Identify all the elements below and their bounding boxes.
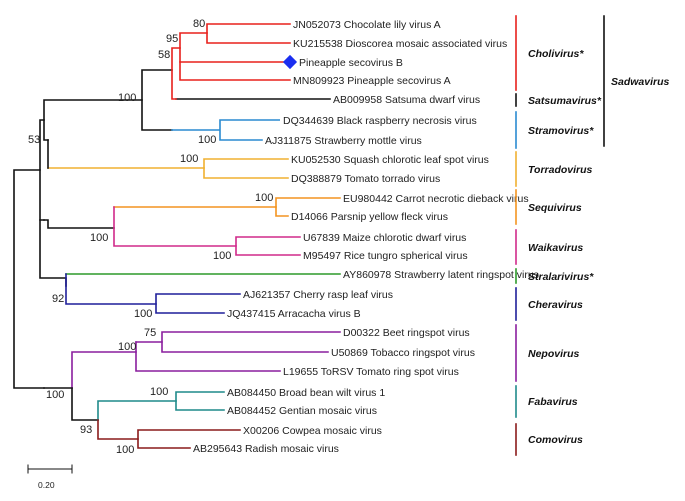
leaf-label: KU215538 Dioscorea mosaic associated vir… xyxy=(293,38,507,50)
genus-label: Nepovirus xyxy=(528,348,580,360)
bootstrap-value: 100 xyxy=(180,153,198,165)
scale-bar xyxy=(27,464,73,474)
genus-label: Fabavirus xyxy=(528,396,578,408)
leaf-label: AB009958 Satsuma dwarf virus xyxy=(333,94,480,106)
branch-waika xyxy=(235,236,301,256)
branch-chera xyxy=(155,293,241,314)
bootstrap-value: 75 xyxy=(144,327,156,339)
leaf-label: L19655 ToRSV Tomato ring spot virus xyxy=(283,366,459,378)
genus-label: Waikavirus xyxy=(528,242,583,254)
bootstrap-value: 100 xyxy=(134,308,152,320)
bootstrap-value: 92 xyxy=(52,293,64,305)
leaf-label: JQ437415 Arracacha virus B xyxy=(227,308,361,320)
leaf-labels: JN052073 Chocolate lily virus A KU215538… xyxy=(193,19,539,455)
genus-label: Stralarivirus* xyxy=(528,271,594,283)
highlight-diamond-icon xyxy=(282,54,298,70)
genus-label: Cheravirus xyxy=(528,299,583,311)
bootstrap-value: 100 xyxy=(90,232,108,244)
leaf-label: AJ621357 Cherry rasp leaf virus xyxy=(243,289,393,301)
branch-torrado xyxy=(203,158,289,179)
branch-nepo-torsv xyxy=(135,341,281,372)
leaf-label: U67839 Maize chlorotic dwarf virus xyxy=(303,232,466,244)
branch-faba xyxy=(175,391,225,411)
bootstrap-value: 53 xyxy=(28,134,40,146)
bootstrap-values: 80 95 58 100 100 53 100 100 100 100 92 1… xyxy=(28,18,273,456)
branch-waika-stem xyxy=(113,206,237,247)
leaf-label: AJ311875 Strawberry mottle virus xyxy=(265,135,422,147)
branch-faba-como xyxy=(71,387,99,421)
bootstrap-value: 58 xyxy=(158,49,170,61)
branch-node-95 xyxy=(179,32,291,81)
leaf-label: AB084452 Gentian mosaic virus xyxy=(227,405,377,417)
genus-label: Comovirus xyxy=(528,434,583,446)
branch-stramo xyxy=(171,119,280,141)
leaf-label: JN052073 Chocolate lily virus A xyxy=(293,19,441,31)
genus-label: Stramovirus* xyxy=(528,125,594,137)
leaf-label: X00206 Cowpea mosaic virus xyxy=(243,425,382,437)
tree-branches xyxy=(13,23,341,449)
branch-root xyxy=(13,169,45,389)
branch-como-stem xyxy=(97,419,139,440)
genus-labels: Cholivirus* Satsumavirus* Stramovirus* T… xyxy=(528,48,670,446)
leaf-label: AB084450 Broad bean wilt virus 1 xyxy=(227,387,385,399)
family-label: Sadwavirus xyxy=(611,76,670,88)
leaf-label: D00322 Beet ringspot virus xyxy=(343,327,470,339)
leaf-label: M95497 Rice tungro spherical virus xyxy=(303,250,468,262)
bootstrap-value: 100 xyxy=(118,341,136,353)
leaf-label: D14066 Parsnip yellow fleck virus xyxy=(291,211,448,223)
leaf-label: AY860978 Strawberry latent ringspot viru… xyxy=(343,269,539,281)
leaf-label: AB295643 Radish mosaic virus xyxy=(193,443,339,455)
bootstrap-value: 93 xyxy=(80,424,92,436)
bootstrap-value: 100 xyxy=(116,444,134,456)
bootstrap-value: 100 xyxy=(118,92,136,104)
scale-bar-label: 0.20 xyxy=(38,480,55,490)
genus-brackets xyxy=(515,15,605,456)
leaf-label: EU980442 Carrot necrotic dieback virus xyxy=(343,193,529,205)
branch-como xyxy=(137,429,241,449)
bootstrap-value: 100 xyxy=(198,134,216,146)
branch-faba-stem xyxy=(97,400,177,421)
branch-node-58 xyxy=(171,47,181,100)
genus-label: Satsumavirus* xyxy=(528,95,602,107)
branch-nepo-stem xyxy=(71,351,137,389)
leaf-label: MN809923 Pineapple secovirus A xyxy=(293,75,451,87)
leaf-label: DQ344639 Black raspberry necrosis virus xyxy=(283,115,477,127)
branch-node-80 xyxy=(206,23,291,44)
bootstrap-value: 100 xyxy=(150,386,168,398)
bootstrap-value: 100 xyxy=(46,389,64,401)
branch-node-53 xyxy=(43,99,143,141)
genus-label: Torradovirus xyxy=(528,164,593,176)
genus-label: Cholivirus* xyxy=(528,48,584,60)
bootstrap-value: 100 xyxy=(255,192,273,204)
leaf-label: U50869 Tobacco ringspot virus xyxy=(331,347,475,359)
branch-upper-clade xyxy=(39,119,45,221)
leaf-label: KU052530 Squash chlorotic leaf spot viru… xyxy=(291,154,489,166)
branch-lower-upper xyxy=(39,219,67,287)
branch-sequi xyxy=(275,197,341,217)
bootstrap-value: 95 xyxy=(166,33,178,45)
bootstrap-value: 80 xyxy=(193,18,205,30)
branch-seq-waika xyxy=(43,219,115,229)
genus-label: Sequivirus xyxy=(528,202,582,214)
branch-node-100-sadwa xyxy=(141,69,173,131)
leaf-label: DQ388879 Tomato torrado virus xyxy=(291,173,440,185)
bootstrap-value: 100 xyxy=(213,250,231,262)
branch-chera-stem xyxy=(65,273,157,305)
leaf-label: Pineapple secovirus B xyxy=(299,57,403,69)
branch-nepo-75 xyxy=(161,331,341,353)
